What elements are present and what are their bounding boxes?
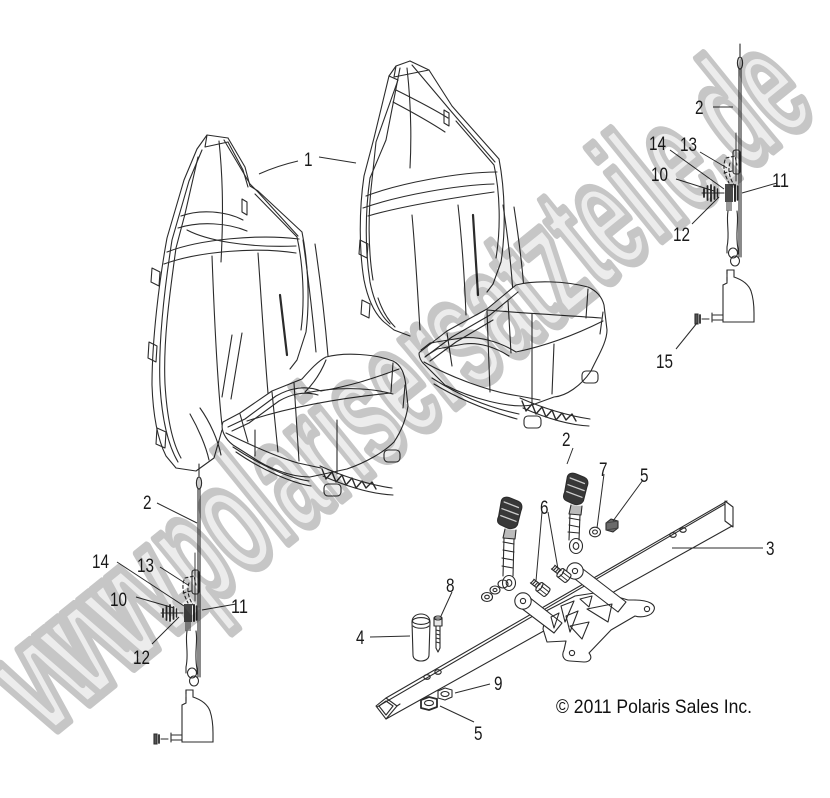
svg-text:12: 12 xyxy=(133,648,150,669)
svg-text:15: 15 xyxy=(656,352,673,373)
svg-text:2: 2 xyxy=(143,493,152,514)
svg-text:1: 1 xyxy=(304,150,313,171)
svg-text:© 2011 Polaris Sales Inc.: © 2011 Polaris Sales Inc. xyxy=(556,696,752,718)
svg-text:3: 3 xyxy=(766,539,775,560)
svg-text:6: 6 xyxy=(540,498,549,519)
svg-text:4: 4 xyxy=(356,628,365,649)
svg-text:14: 14 xyxy=(92,552,109,573)
svg-text:8: 8 xyxy=(446,576,455,597)
svg-text:10: 10 xyxy=(651,165,668,186)
svg-text:11: 11 xyxy=(231,597,248,618)
svg-text:2: 2 xyxy=(562,430,571,451)
svg-text:13: 13 xyxy=(680,135,697,156)
svg-text:5: 5 xyxy=(640,466,649,487)
svg-text:13: 13 xyxy=(137,556,154,577)
svg-text:9: 9 xyxy=(494,674,503,695)
svg-text:7: 7 xyxy=(599,460,608,481)
svg-text:10: 10 xyxy=(110,590,127,611)
svg-text:11: 11 xyxy=(772,171,789,192)
svg-text:12: 12 xyxy=(673,225,690,246)
svg-text:5: 5 xyxy=(474,724,483,745)
svg-text:14: 14 xyxy=(649,134,666,155)
svg-text:2: 2 xyxy=(695,98,704,119)
